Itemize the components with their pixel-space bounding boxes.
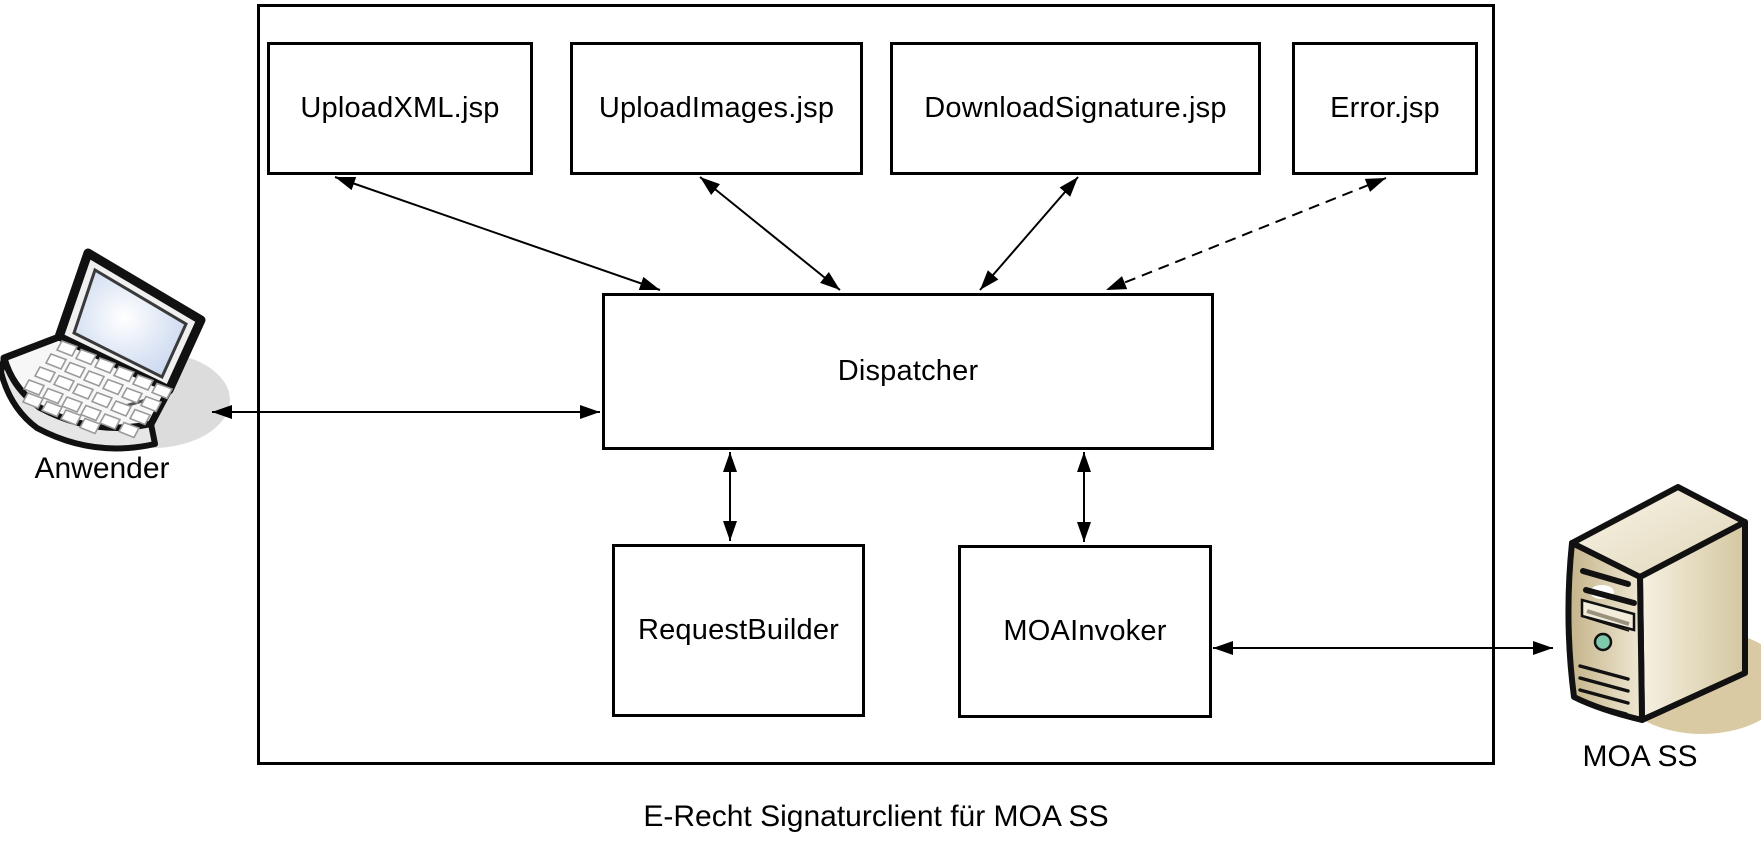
- actor-server-label: MOA SS: [1582, 740, 1698, 773]
- laptop-keys: [21, 340, 174, 439]
- node-label: MOAInvoker: [1003, 615, 1167, 647]
- server-icon: [1565, 484, 1761, 734]
- server-bezel-line2: [1583, 587, 1637, 606]
- server-drive-slit2: [1586, 617, 1630, 632]
- node-dispatcher: Dispatcher: [602, 293, 1214, 450]
- node-label: UploadImages.jsp: [598, 92, 835, 124]
- node-uploadxml-jsp: UploadXML.jsp: [267, 42, 533, 175]
- node-label: UploadXML.jsp: [300, 92, 500, 124]
- node-label: DownloadSignature.jsp: [924, 92, 1227, 124]
- actor-user-label: Anwender: [34, 452, 170, 485]
- server-vents: [1578, 664, 1630, 716]
- node-downloadsignature-jsp: DownloadSignature.jsp: [890, 42, 1261, 175]
- node-uploadimages-jsp: UploadImages.jsp: [570, 42, 863, 175]
- node-label: RequestBuilder: [637, 614, 840, 646]
- laptop-screen: [72, 267, 188, 380]
- node-label: Dispatcher: [837, 355, 979, 387]
- node-requestbuilder: RequestBuilder: [612, 544, 865, 717]
- server-drive-slit: [1586, 609, 1630, 626]
- diagram-caption: E-Recht Signaturclient für MOA SS: [643, 800, 1109, 833]
- server-front-face: [1565, 540, 1645, 723]
- server-power-button: [1593, 632, 1613, 652]
- node-label: Error.jsp: [1330, 92, 1440, 124]
- node-error-jsp: Error.jsp: [1292, 42, 1478, 175]
- laptop-icon: [0, 248, 230, 452]
- server-bezel-line: [1580, 568, 1631, 587]
- system-boundary-box: [257, 4, 1495, 765]
- node-moainvoker: MOAInvoker: [958, 545, 1212, 718]
